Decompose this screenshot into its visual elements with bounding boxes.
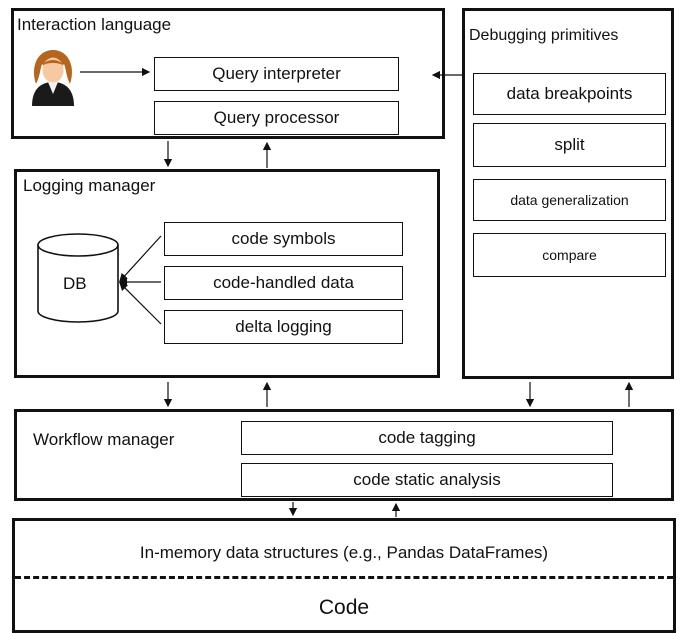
code-static-analysis-box: code static analysis: [241, 463, 613, 497]
workflow-manager-panel: Workflow manager code tagging code stati…: [14, 409, 674, 501]
dashed-divider: [15, 576, 673, 579]
data-breakpoints-label: data breakpoints: [506, 84, 633, 103]
user-avatar-icon: [24, 48, 82, 112]
query-interpreter-label: Query interpreter: [212, 64, 341, 83]
data-code-panel: In-memory data structures (e.g., Pandas …: [12, 518, 676, 633]
query-interpreter-box: Query interpreter: [154, 57, 399, 91]
code-tagging-box: code tagging: [241, 421, 613, 455]
data-generalization-box: data generalization: [473, 179, 666, 221]
logging-manager-title: Logging manager: [23, 176, 156, 195]
data-breakpoints-box: data breakpoints: [473, 73, 666, 115]
code-handled-data-box: code-handled data: [164, 266, 403, 300]
workflow-manager-title: Workflow manager: [33, 430, 175, 449]
db-cylinder: DB: [35, 232, 121, 324]
debugging-primitives-panel: Debugging primitives data breakpoints sp…: [462, 8, 674, 379]
code-label: Code: [318, 596, 370, 619]
delta-logging-label: delta logging: [235, 317, 332, 336]
code-symbols-box: code symbols: [164, 222, 403, 256]
in-memory-data-structures-label: In-memory data structures (e.g., Pandas …: [139, 543, 549, 562]
code-symbols-label: code symbols: [231, 229, 336, 248]
code-tagging-label: code tagging: [378, 428, 476, 447]
split-label: split: [554, 135, 585, 154]
code-handled-data-label: code-handled data: [213, 273, 354, 292]
code-static-analysis-label: code static analysis: [353, 470, 501, 489]
logging-manager-panel: Logging manager DB code symbols code-han…: [14, 169, 440, 378]
split-box: split: [473, 123, 666, 167]
compare-label: compare: [542, 247, 597, 263]
debugging-primitives-title: Debugging primitives: [469, 27, 619, 44]
query-processor-box: Query processor: [154, 101, 399, 135]
query-processor-label: Query processor: [213, 108, 340, 127]
data-generalization-label: data generalization: [510, 192, 629, 208]
db-label: DB: [63, 274, 87, 293]
interaction-language-panel: Interaction language Query interpreter Q…: [11, 8, 445, 139]
interaction-language-title: Interaction language: [17, 15, 172, 34]
delta-logging-box: delta logging: [164, 310, 403, 344]
compare-box: compare: [473, 233, 666, 277]
